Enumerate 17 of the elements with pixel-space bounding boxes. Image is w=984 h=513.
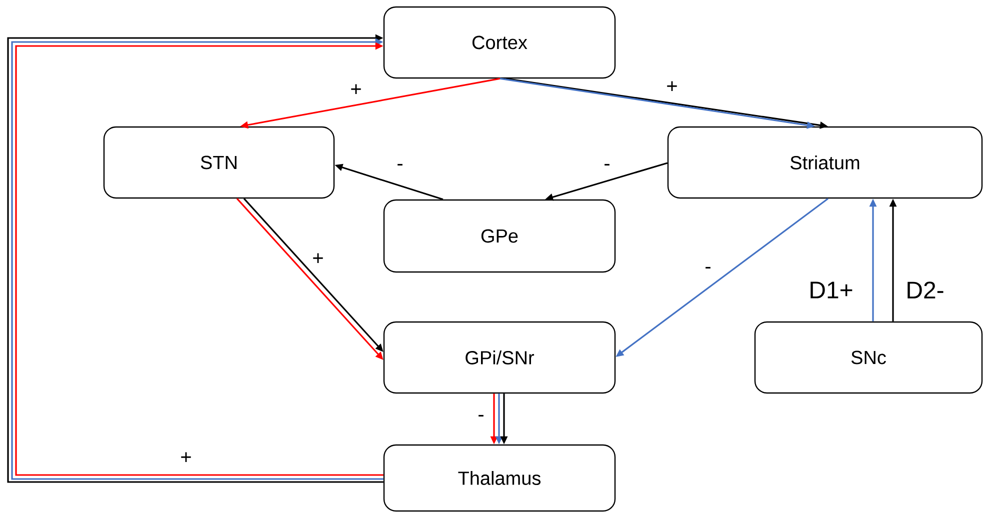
edge-label: -: [396, 162, 404, 172]
process-box: Thalamus: [383, 444, 616, 512]
edge-label: +: [349, 83, 363, 97]
edge-label: +: [311, 252, 325, 266]
process-box: SNc: [754, 321, 983, 394]
edge-label: -: [476, 414, 486, 422]
edge-label: D1+: [808, 280, 854, 300]
edge-label: D2-: [904, 280, 946, 300]
edge-label: -: [704, 266, 712, 274]
process-box: STN: [103, 126, 335, 199]
edge-label: +: [665, 80, 679, 94]
process-box: GPi/SNr: [383, 321, 616, 394]
process-box: Cortex: [383, 6, 616, 79]
process-box: GPe: [383, 199, 616, 273]
process-box: Striatum: [667, 126, 983, 199]
edge-label: -: [602, 162, 612, 172]
edge-label: +: [179, 451, 193, 465]
